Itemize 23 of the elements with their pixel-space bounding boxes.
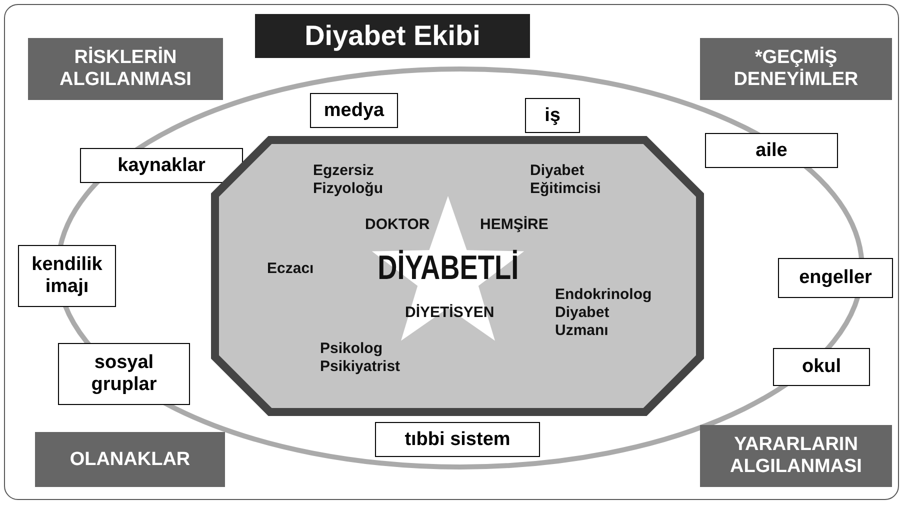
factor-box: sosyal gruplar (58, 343, 190, 405)
role-label: Psikolog Psikiyatrist (320, 340, 402, 376)
factor-box: iş (525, 98, 580, 133)
role-label: Endokrinolog Diyabet Uzmanı (555, 286, 653, 340)
factor-box: medya (310, 93, 398, 128)
factor-box: aile (705, 133, 838, 168)
factor-box: kaynaklar (80, 148, 243, 183)
factor-box: kendilik imajı (18, 245, 116, 307)
role-label: DOKTOR (365, 216, 430, 234)
center-label: DİYABETLİ (377, 248, 519, 288)
category-box: OLANAKLAR (35, 432, 225, 487)
category-box: YARARLARIN ALGILANMASI (700, 425, 892, 487)
role-label: Eczacı (267, 260, 314, 278)
role-label: HEMŞİRE (480, 216, 548, 234)
factor-box: okul (773, 348, 870, 386)
factor-box: engeller (778, 258, 893, 298)
role-label: DİYETİSYEN (405, 304, 494, 322)
category-box: RİSKLERİN ALGILANMASI (28, 38, 223, 100)
factor-box: tıbbi sistem (375, 422, 540, 457)
role-label: Egzersiz Fizyoloğu (313, 162, 384, 198)
category-box: *GEÇMİŞ DENEYİMLER (700, 38, 892, 100)
title-banner: Diyabet Ekibi (255, 14, 530, 58)
role-label: Diyabet Eğitimcisi (530, 162, 602, 198)
